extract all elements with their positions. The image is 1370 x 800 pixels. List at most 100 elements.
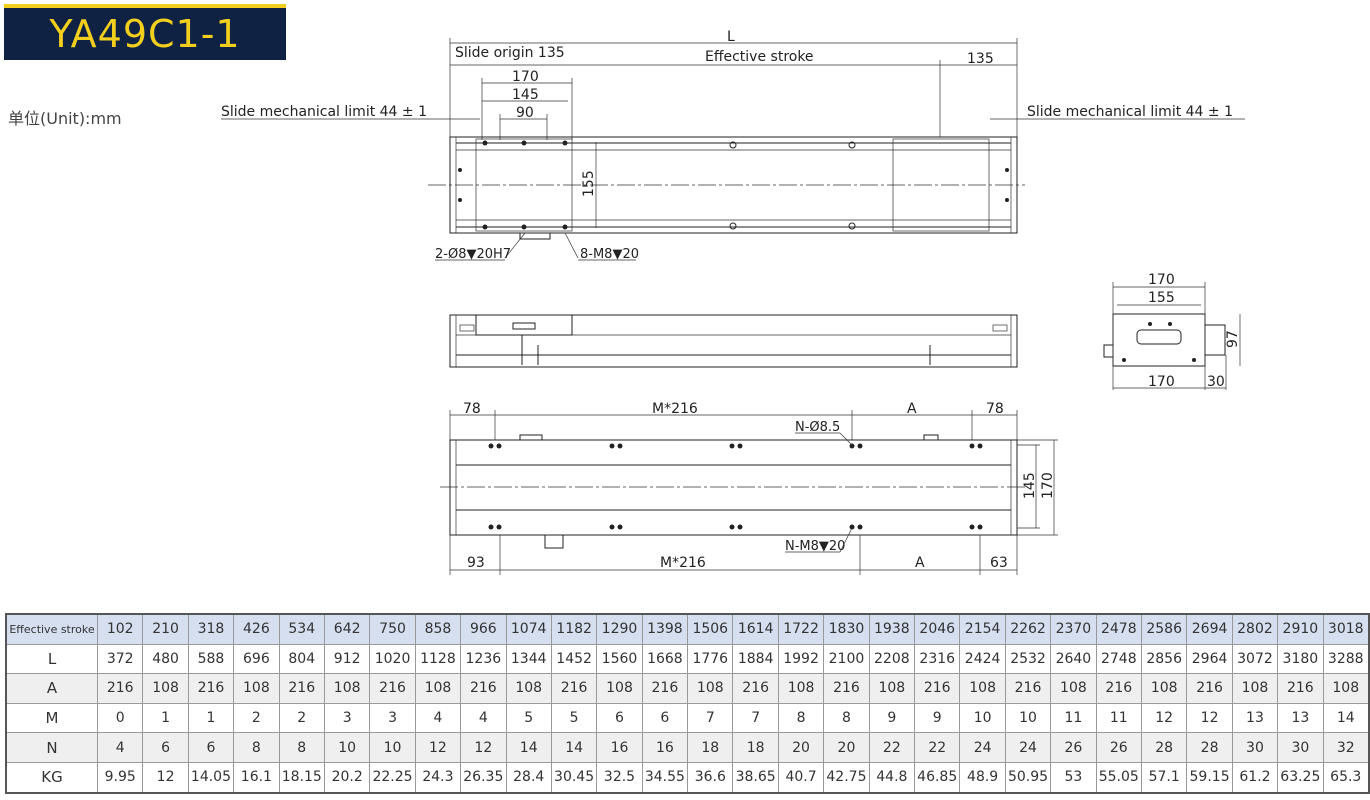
value-cell: 26.35 bbox=[460, 761, 507, 794]
value-cell: 63.25 bbox=[1277, 761, 1324, 794]
technical-drawing: L Slide origin 135 Effective stroke 135 … bbox=[221, 29, 1245, 575]
value-cell: 16 bbox=[641, 732, 689, 763]
value-cell: 3072 bbox=[1231, 643, 1279, 675]
value-cell: 1236 bbox=[460, 643, 507, 675]
dim-135: 135 bbox=[967, 51, 994, 67]
slide-origin-label: Slide origin 135 bbox=[455, 45, 565, 61]
value-cell: 11 bbox=[1095, 702, 1142, 734]
value-cell: 32 bbox=[1322, 732, 1370, 763]
stroke-cell: 3018 bbox=[1322, 613, 1370, 645]
value-cell: 216 bbox=[914, 673, 961, 704]
mounting-hole bbox=[496, 443, 502, 449]
mounting-hole bbox=[969, 443, 975, 449]
value-cell: 108 bbox=[959, 673, 1006, 704]
stroke-cell: 858 bbox=[414, 613, 462, 645]
end-view: 170 155 97 170 30 bbox=[1103, 272, 1241, 390]
value-cell: 804 bbox=[278, 643, 325, 675]
stroke-cell: 1830 bbox=[823, 613, 870, 645]
limit-right-label: Slide mechanical limit 44 ± 1 bbox=[1027, 104, 1233, 120]
holes-bottom-label: N-M8▼20 bbox=[785, 539, 845, 554]
end-dim-97: 97 bbox=[1225, 330, 1241, 348]
stroke-cell: 1614 bbox=[732, 613, 779, 645]
value-cell: 12 bbox=[414, 732, 462, 763]
row-label: L bbox=[5, 643, 98, 675]
mounting-hole bbox=[737, 524, 743, 530]
value-cell: 16.1 bbox=[233, 761, 280, 794]
value-cell: 20 bbox=[823, 732, 870, 763]
row-label: KG bbox=[5, 761, 98, 794]
value-cell: 4 bbox=[96, 732, 144, 763]
value-cell: 20.2 bbox=[323, 761, 371, 794]
value-cell: 10 bbox=[369, 732, 416, 763]
value-cell: 12 bbox=[142, 761, 189, 794]
stroke-cell: 2910 bbox=[1277, 613, 1324, 645]
value-cell: 1 bbox=[187, 702, 235, 734]
value-cell: 216 bbox=[1095, 673, 1142, 704]
mounting-hole bbox=[857, 443, 863, 449]
value-cell: 55.05 bbox=[1095, 761, 1142, 794]
mounting-hole bbox=[609, 443, 615, 449]
value-cell: 38.65 bbox=[732, 761, 779, 794]
value-cell: 6 bbox=[187, 732, 235, 763]
value-cell: 22 bbox=[914, 732, 961, 763]
value-cell: 42.75 bbox=[823, 761, 870, 794]
value-cell: 8 bbox=[233, 732, 280, 763]
bottom-dim-170: 170 bbox=[1040, 472, 1056, 499]
header-label: Effective stroke bbox=[5, 613, 98, 645]
value-cell: 59.15 bbox=[1186, 761, 1233, 794]
value-cell: 2208 bbox=[868, 643, 916, 675]
value-cell: 7 bbox=[687, 702, 734, 734]
value-cell: 6 bbox=[142, 732, 189, 763]
value-cell: 1128 bbox=[414, 643, 462, 675]
value-cell: 18 bbox=[687, 732, 734, 763]
value-cell: 372 bbox=[96, 643, 144, 675]
value-cell: 8 bbox=[278, 732, 325, 763]
value-cell: 4 bbox=[460, 702, 507, 734]
value-cell: 1020 bbox=[369, 643, 416, 675]
mounting-hole bbox=[977, 443, 983, 449]
value-cell: 5 bbox=[505, 702, 552, 734]
value-cell: 108 bbox=[1140, 673, 1188, 704]
value-cell: 216 bbox=[187, 673, 235, 704]
row-label: A bbox=[5, 673, 98, 704]
value-cell: 2100 bbox=[823, 643, 870, 675]
value-cell: 10 bbox=[323, 732, 371, 763]
stroke-cell: 2694 bbox=[1186, 613, 1233, 645]
end-dim-170-top: 170 bbox=[1148, 272, 1175, 288]
value-cell: 6 bbox=[596, 702, 643, 734]
value-cell: 48.9 bbox=[959, 761, 1006, 794]
value-cell: 216 bbox=[550, 673, 598, 704]
mounting-hole bbox=[729, 443, 735, 449]
value-cell: 1452 bbox=[550, 643, 598, 675]
stroke-cell: 1506 bbox=[687, 613, 734, 645]
stroke-cell: 1722 bbox=[777, 613, 825, 645]
value-cell: 6 bbox=[641, 702, 689, 734]
value-cell: 14 bbox=[550, 732, 598, 763]
value-cell: 57.1 bbox=[1140, 761, 1188, 794]
value-cell: 12 bbox=[1140, 702, 1188, 734]
bottom-dim-m216-bottom: M*216 bbox=[660, 555, 706, 571]
value-cell: 18.15 bbox=[278, 761, 325, 794]
value-cell: 4 bbox=[414, 702, 462, 734]
value-cell: 30 bbox=[1231, 732, 1279, 763]
value-cell: 216 bbox=[369, 673, 416, 704]
value-cell: 216 bbox=[732, 673, 779, 704]
value-cell: 108 bbox=[414, 673, 462, 704]
value-cell: 46.85 bbox=[914, 761, 961, 794]
value-cell: 30 bbox=[1277, 732, 1324, 763]
stroke-cell: 966 bbox=[460, 613, 507, 645]
value-cell: 216 bbox=[641, 673, 689, 704]
value-cell: 2640 bbox=[1050, 643, 1097, 675]
stroke-cell: 2370 bbox=[1050, 613, 1097, 645]
value-cell: 216 bbox=[278, 673, 325, 704]
row-label: M bbox=[5, 702, 98, 734]
mounting-hole bbox=[488, 524, 494, 530]
stroke-cell: 1398 bbox=[641, 613, 689, 645]
value-cell: 30.45 bbox=[550, 761, 598, 794]
value-cell: 2964 bbox=[1186, 643, 1233, 675]
stroke-cell: 2262 bbox=[1004, 613, 1052, 645]
stroke-cell: 2478 bbox=[1095, 613, 1142, 645]
limit-left-label: Slide mechanical limit 44 ± 1 bbox=[221, 104, 427, 120]
